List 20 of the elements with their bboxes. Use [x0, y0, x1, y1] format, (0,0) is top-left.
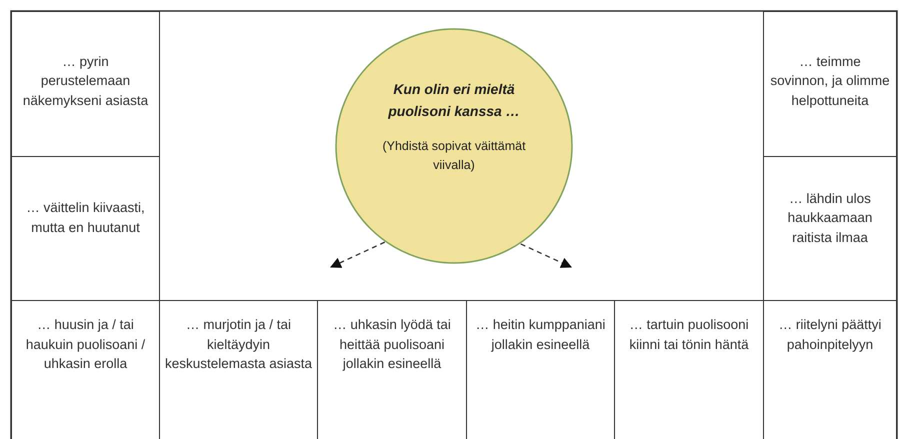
statement-text: … heitin kumppaniani jollakin esineellä — [474, 316, 606, 354]
statement-text: … pyrin perustelemaan näkemykseni asiasta — [22, 52, 150, 110]
statement-text: … tartuin puolisooni kiinni tai tönin häntä — [628, 316, 750, 354]
statement-box — [763, 11, 897, 157]
statement-text: … teimme sovinnon, ja olimme helpottuneita — [770, 52, 890, 110]
dashed-arrow — [330, 242, 386, 268]
statement-box — [763, 156, 897, 302]
statement-box — [11, 11, 160, 157]
instruction-text: (Yhdistä sopivat väittämät viivalla) — [381, 138, 527, 174]
statement-text: … lähdin ulos haukkaamaan raitista ilmaa — [786, 190, 874, 247]
statement-text: … murjotin ja / tai kieltäydyin keskustelemasta asiasta — [164, 316, 313, 374]
statement-box — [763, 300, 897, 439]
statement-text: … väittelin kiivaasti, mutta en huutanut — [25, 199, 146, 237]
statement-text: … riitelyni päättyi pahoinpitelyyn — [778, 316, 882, 354]
heading-text: Kun olin eri mieltä puolisoni kanssa … — [387, 80, 521, 122]
statement-box — [11, 156, 160, 302]
statement-text: … huusin ja / tai haukuin puolisoani / uhkasin erolla — [24, 316, 146, 374]
statement-text: … uhkasin lyödä tai heittää puolisoani jollakin esineellä — [332, 316, 452, 374]
dashed-arrow — [520, 243, 572, 268]
statement-box — [11, 300, 160, 439]
